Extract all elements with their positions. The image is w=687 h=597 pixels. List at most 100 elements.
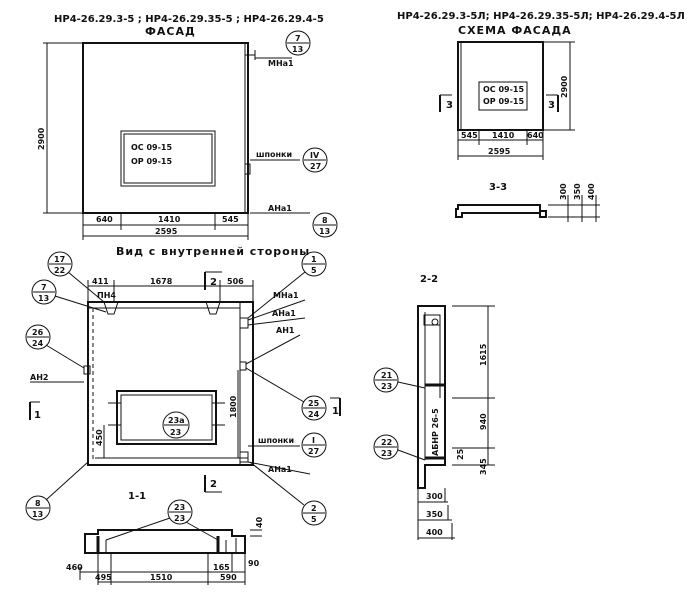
- svg-text:23: 23: [174, 503, 185, 512]
- cut-2-top: 2: [210, 277, 217, 288]
- scheme-window-op: ОР 09-15: [483, 97, 524, 106]
- shponka-mark: [244, 163, 251, 175]
- scheme-dim-2595: 2595: [488, 147, 511, 156]
- dim-940: 940: [479, 413, 488, 430]
- svg-text:13: 13: [32, 510, 43, 519]
- label-shponki: шпонки: [256, 150, 292, 159]
- svg-text:5: 5: [311, 266, 317, 275]
- svg-text:22: 22: [381, 438, 392, 447]
- facade-left-view-label: ФАСАД: [145, 25, 196, 38]
- dim-3-3-400: 400: [587, 183, 596, 200]
- section-3-3-profile: [455, 204, 547, 218]
- label-abnr: АБНР 26-5: [431, 408, 440, 456]
- callout-IV-27: IV 27: [302, 147, 328, 173]
- callout-23a-23: 23а 23: [162, 411, 190, 439]
- cut-2-bottom: 2: [210, 479, 217, 490]
- svg-text:13: 13: [319, 227, 330, 236]
- scheme-window-oc: ОС 09-15: [483, 85, 524, 94]
- svg-text:23: 23: [174, 514, 185, 523]
- dim-1510: 1510: [150, 573, 173, 582]
- dim-40: 40: [255, 516, 264, 528]
- section-2-2: 2-2 АБНР 26-5 21 23 22 23 1615 940: [373, 274, 495, 540]
- dim-450: 450: [95, 429, 104, 446]
- svg-text:25: 25: [308, 399, 320, 408]
- ana1-bottom-insert: [239, 451, 249, 463]
- svg-text:23а: 23а: [168, 416, 185, 425]
- callout-22-23: 22 23: [373, 434, 426, 461]
- pn4-insert: [103, 301, 119, 315]
- window-opening: [120, 130, 216, 187]
- svg-text:8: 8: [35, 499, 41, 508]
- dim-2-2-300: 300: [426, 492, 443, 501]
- dim-1615: 1615: [479, 343, 488, 366]
- scheme-dim-640: 640: [527, 131, 544, 140]
- cut-3-right: 3: [548, 100, 555, 111]
- section-3-3: 3-3 300 350 400: [455, 182, 600, 222]
- svg-text:I: I: [312, 436, 315, 445]
- dim-165: 165: [213, 563, 230, 572]
- facade-left: НР4-26.29.3-5 ; НР4-26.29.35-5 ; НР4-26.…: [37, 14, 338, 240]
- callout-1-5: 1 5: [247, 251, 327, 319]
- scheme-title: НР4-26.29.3-5Л; НР4-26.29.35-5Л; НР4-26.…: [397, 11, 685, 22]
- callout-17-22: 17 22: [47, 251, 105, 303]
- svg-text:1: 1: [311, 255, 317, 264]
- svg-text:24: 24: [32, 339, 44, 348]
- callout-8-13-inner: 8 13: [25, 461, 89, 521]
- window-mark-oc: ОС 09-15: [131, 143, 172, 152]
- section-1-1-title: 1-1: [128, 491, 146, 502]
- scheme-panel: [457, 41, 544, 131]
- dim-460: 460: [66, 563, 83, 572]
- cut-1-right: 1: [332, 406, 339, 417]
- svg-text:24: 24: [308, 410, 320, 419]
- svg-text:22: 22: [54, 266, 65, 275]
- dim-3-3-300: 300: [559, 183, 568, 200]
- inner-panel-outline: [87, 301, 254, 466]
- label-ana1-top: АНа1: [272, 309, 296, 318]
- callout-21-23: 21 23: [373, 367, 426, 393]
- dim-25: 25: [456, 448, 465, 460]
- label-an1: АН1: [276, 326, 295, 335]
- scheme-window: [478, 81, 528, 111]
- svg-text:23: 23: [381, 449, 392, 458]
- section-1-1-profile: [84, 529, 246, 554]
- dim-3-3-350: 350: [573, 183, 582, 200]
- svg-text:21: 21: [381, 371, 393, 380]
- svg-text:26: 26: [32, 328, 44, 337]
- dim-2595: 2595: [155, 227, 178, 236]
- svg-text:17: 17: [54, 255, 65, 264]
- inner-view-title: Вид с внутренней стороны: [116, 245, 310, 258]
- svg-text:13: 13: [292, 45, 303, 54]
- section-2-2-title: 2-2: [420, 274, 438, 285]
- dim-545: 545: [222, 215, 239, 224]
- dim-2-2-400: 400: [426, 528, 443, 537]
- dim-height: 2900: [37, 127, 46, 150]
- dim-2-2-350: 350: [426, 510, 443, 519]
- svg-text:8: 8: [322, 216, 328, 225]
- label-mna1-inner: МНа1: [273, 291, 299, 300]
- callout-I-27: I 27: [301, 432, 327, 458]
- callout-2-5: 2 5: [249, 461, 327, 526]
- dim-90: 90: [248, 559, 260, 568]
- an1-insert: [239, 361, 247, 371]
- dim-495: 495: [95, 573, 112, 582]
- callout-23-23: 23 23: [105, 499, 219, 541]
- svg-text:7: 7: [41, 283, 47, 292]
- mna1-insert: [239, 317, 249, 329]
- section-3-3-title: 3-3: [489, 182, 507, 193]
- inner-window: [116, 390, 217, 445]
- scheme-dim-545: 545: [461, 131, 478, 140]
- svg-text:27: 27: [308, 447, 319, 456]
- label-an2: АН2: [30, 373, 48, 382]
- dim-345: 345: [479, 458, 488, 475]
- dim-1800: 1800: [229, 395, 238, 418]
- section-2-2-profile: [417, 305, 446, 489]
- window-mark-op: ОР 09-15: [131, 157, 172, 166]
- dim-640: 640: [96, 215, 113, 224]
- label-pn4: ПН4: [97, 291, 116, 300]
- callout-26-24: 26 24: [25, 324, 85, 369]
- dim-1678: 1678: [150, 277, 173, 286]
- inner-view: Вид с внутренней стороны 411 1678 506 2: [25, 245, 341, 526]
- scheme-dim-1410: 1410: [492, 131, 515, 140]
- svg-text:7: 7: [295, 34, 301, 43]
